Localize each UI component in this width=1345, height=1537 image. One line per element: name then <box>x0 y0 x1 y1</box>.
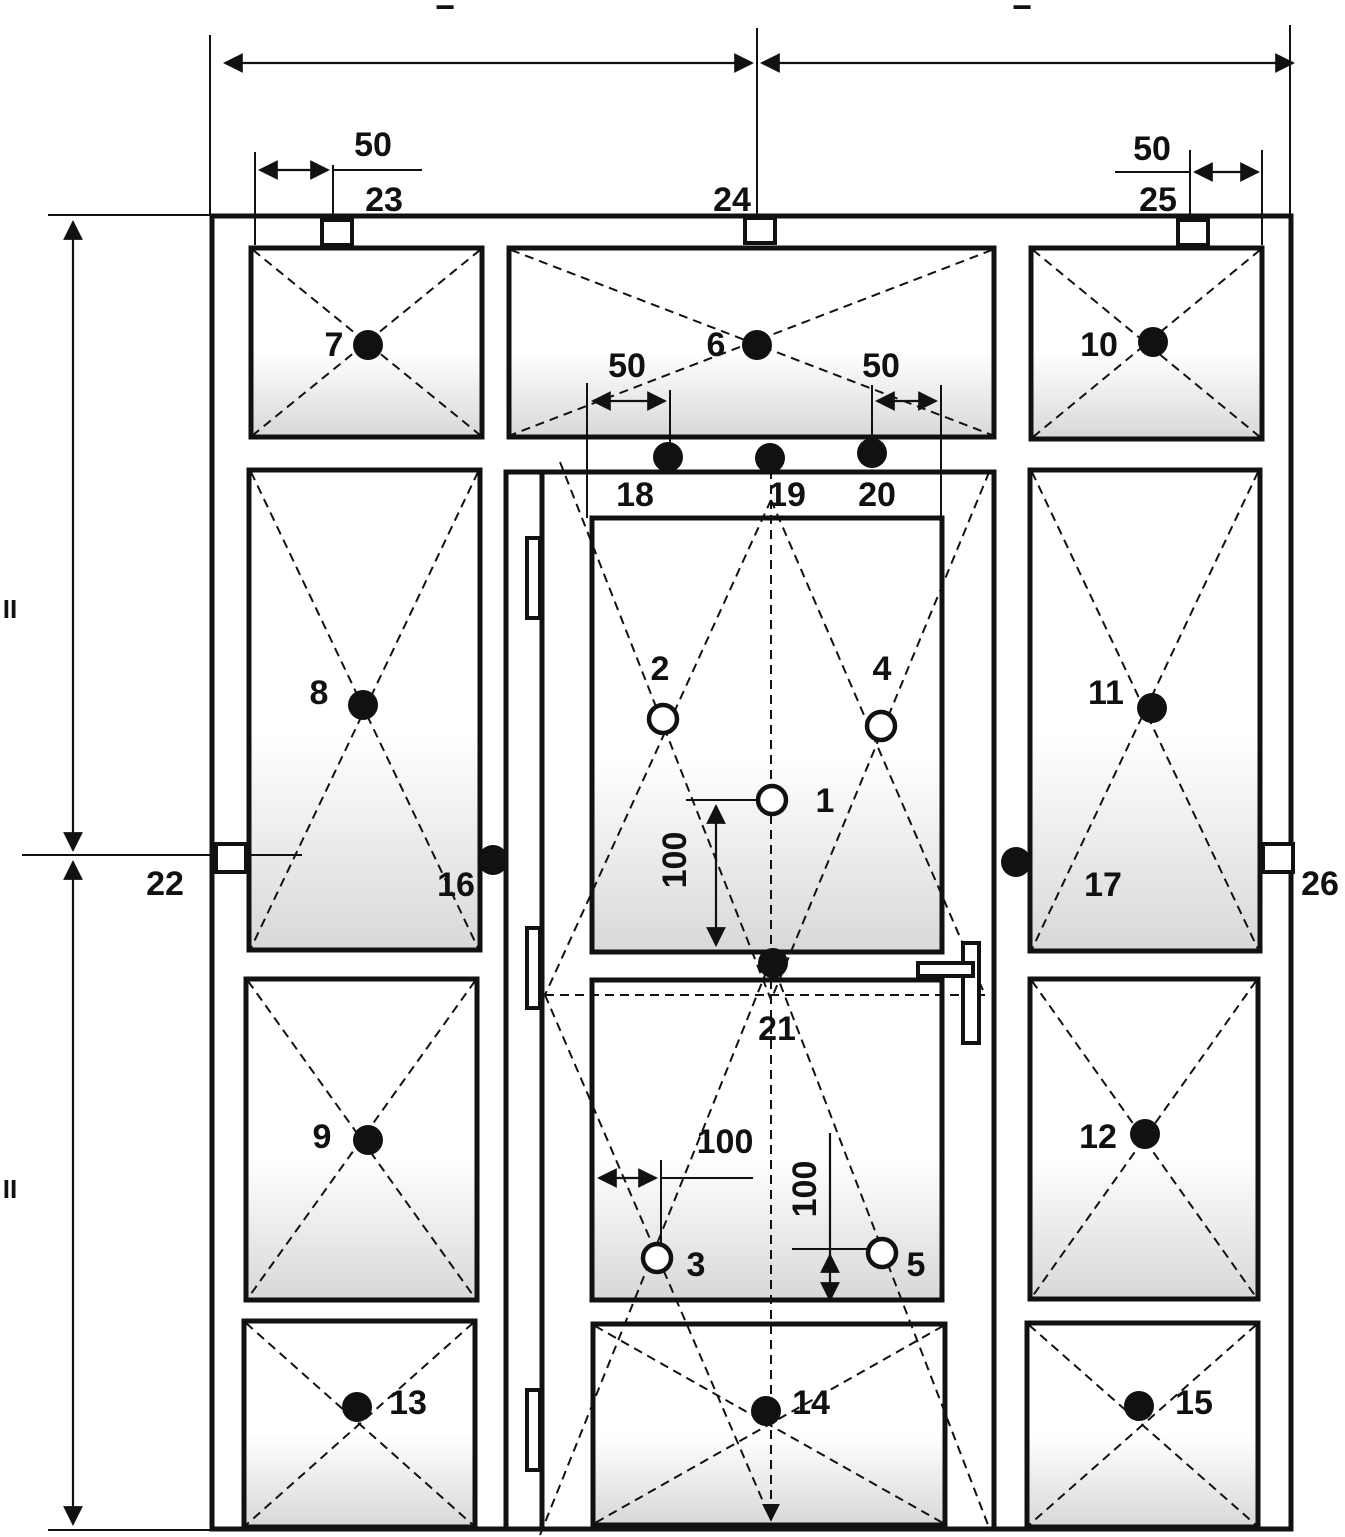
equal-mark-top-left: = <box>435 0 455 22</box>
fixed-point-11 <box>1137 693 1167 723</box>
anchor-label-25: 25 <box>1139 181 1177 219</box>
point-label-18: 18 <box>616 476 654 514</box>
frame-anchors <box>214 216 1295 874</box>
fixed-point-17 <box>1001 847 1031 877</box>
anchor-block-24 <box>743 216 777 245</box>
fixed-point-15 <box>1124 1391 1154 1421</box>
point-label-17: 17 <box>1084 866 1122 904</box>
point-label-7: 7 <box>325 326 344 364</box>
anchor-label-24: 24 <box>713 181 751 219</box>
fixed-point-7 <box>353 330 383 360</box>
point-label-20: 20 <box>858 476 896 514</box>
dimension-value-lower-horizontal: 100 <box>697 1123 754 1161</box>
fixed-point-16 <box>478 845 508 875</box>
dimension-value-door-center-vertical: 100 <box>656 832 694 889</box>
fixed-point-6 <box>742 330 772 360</box>
anchor-block-23 <box>320 218 354 247</box>
point-label-6: 6 <box>707 326 726 364</box>
dimension-value-top-left: 50 <box>354 126 392 164</box>
open-point-1 <box>755 783 789 817</box>
point-label-3: 3 <box>687 1246 706 1284</box>
open-point-4 <box>864 709 898 743</box>
anchor-label-22: 22 <box>146 865 184 903</box>
fixed-point-8 <box>348 690 378 720</box>
local-dimensions <box>245 150 1263 1302</box>
equal-mark-side-upper: II <box>3 594 17 624</box>
point-label-15: 15 <box>1175 1384 1213 1422</box>
equal-mark-side-lower: II <box>3 1174 17 1204</box>
door-frame <box>503 469 997 1532</box>
hardware <box>525 536 981 1472</box>
overall-dimensions <box>22 25 1295 1531</box>
hinge-lower <box>525 1388 542 1472</box>
point-label-11: 11 <box>1088 674 1124 712</box>
point-label-13: 13 <box>389 1384 427 1422</box>
dimension-value-door-left: 50 <box>608 347 646 385</box>
anchor-label-26: 26 <box>1301 865 1339 903</box>
point-label-19: 19 <box>768 476 806 514</box>
door-handle-plate <box>961 941 981 1045</box>
equal-mark-top-right: = <box>1012 0 1032 22</box>
anchor-block-26 <box>1261 842 1295 874</box>
dimension-value-top-right: 50 <box>1133 130 1171 168</box>
point-label-14: 14 <box>792 1384 830 1422</box>
door-handle-lever <box>916 961 975 978</box>
pane-door-upper <box>589 515 945 955</box>
dimension-value-door-right: 50 <box>862 347 900 385</box>
fixed-point-9 <box>353 1125 383 1155</box>
dimension-value-lower-vertical: 100 <box>786 1161 824 1218</box>
open-point-3 <box>640 1241 674 1275</box>
anchor-label-23: 23 <box>365 181 403 219</box>
anchor-block-22 <box>214 842 248 874</box>
point-label-10: 10 <box>1080 326 1118 364</box>
hinge-upper <box>525 536 542 620</box>
open-point-5 <box>865 1236 899 1270</box>
point-label-16: 16 <box>437 866 475 904</box>
fixed-point-18 <box>653 442 683 472</box>
hinge-middle <box>525 926 542 1010</box>
fixed-point-19 <box>755 443 785 473</box>
anchor-block-25 <box>1176 218 1210 247</box>
point-label-4: 4 <box>873 650 892 688</box>
fixed-point-10 <box>1138 327 1168 357</box>
fixed-point-20 <box>857 438 887 468</box>
fixed-point-14 <box>751 1396 781 1426</box>
point-label-12: 12 <box>1079 1118 1117 1156</box>
point-label-21: 21 <box>758 1010 796 1048</box>
point-label-2: 2 <box>651 650 670 688</box>
fixed-point-21 <box>758 948 788 978</box>
open-point-2 <box>646 702 680 736</box>
point-label-1: 1 <box>816 782 835 820</box>
fixed-point-13 <box>342 1392 372 1422</box>
point-label-8: 8 <box>310 674 329 712</box>
point-label-5: 5 <box>907 1246 926 1284</box>
point-label-9: 9 <box>313 1118 332 1156</box>
fixed-point-12 <box>1130 1119 1160 1149</box>
